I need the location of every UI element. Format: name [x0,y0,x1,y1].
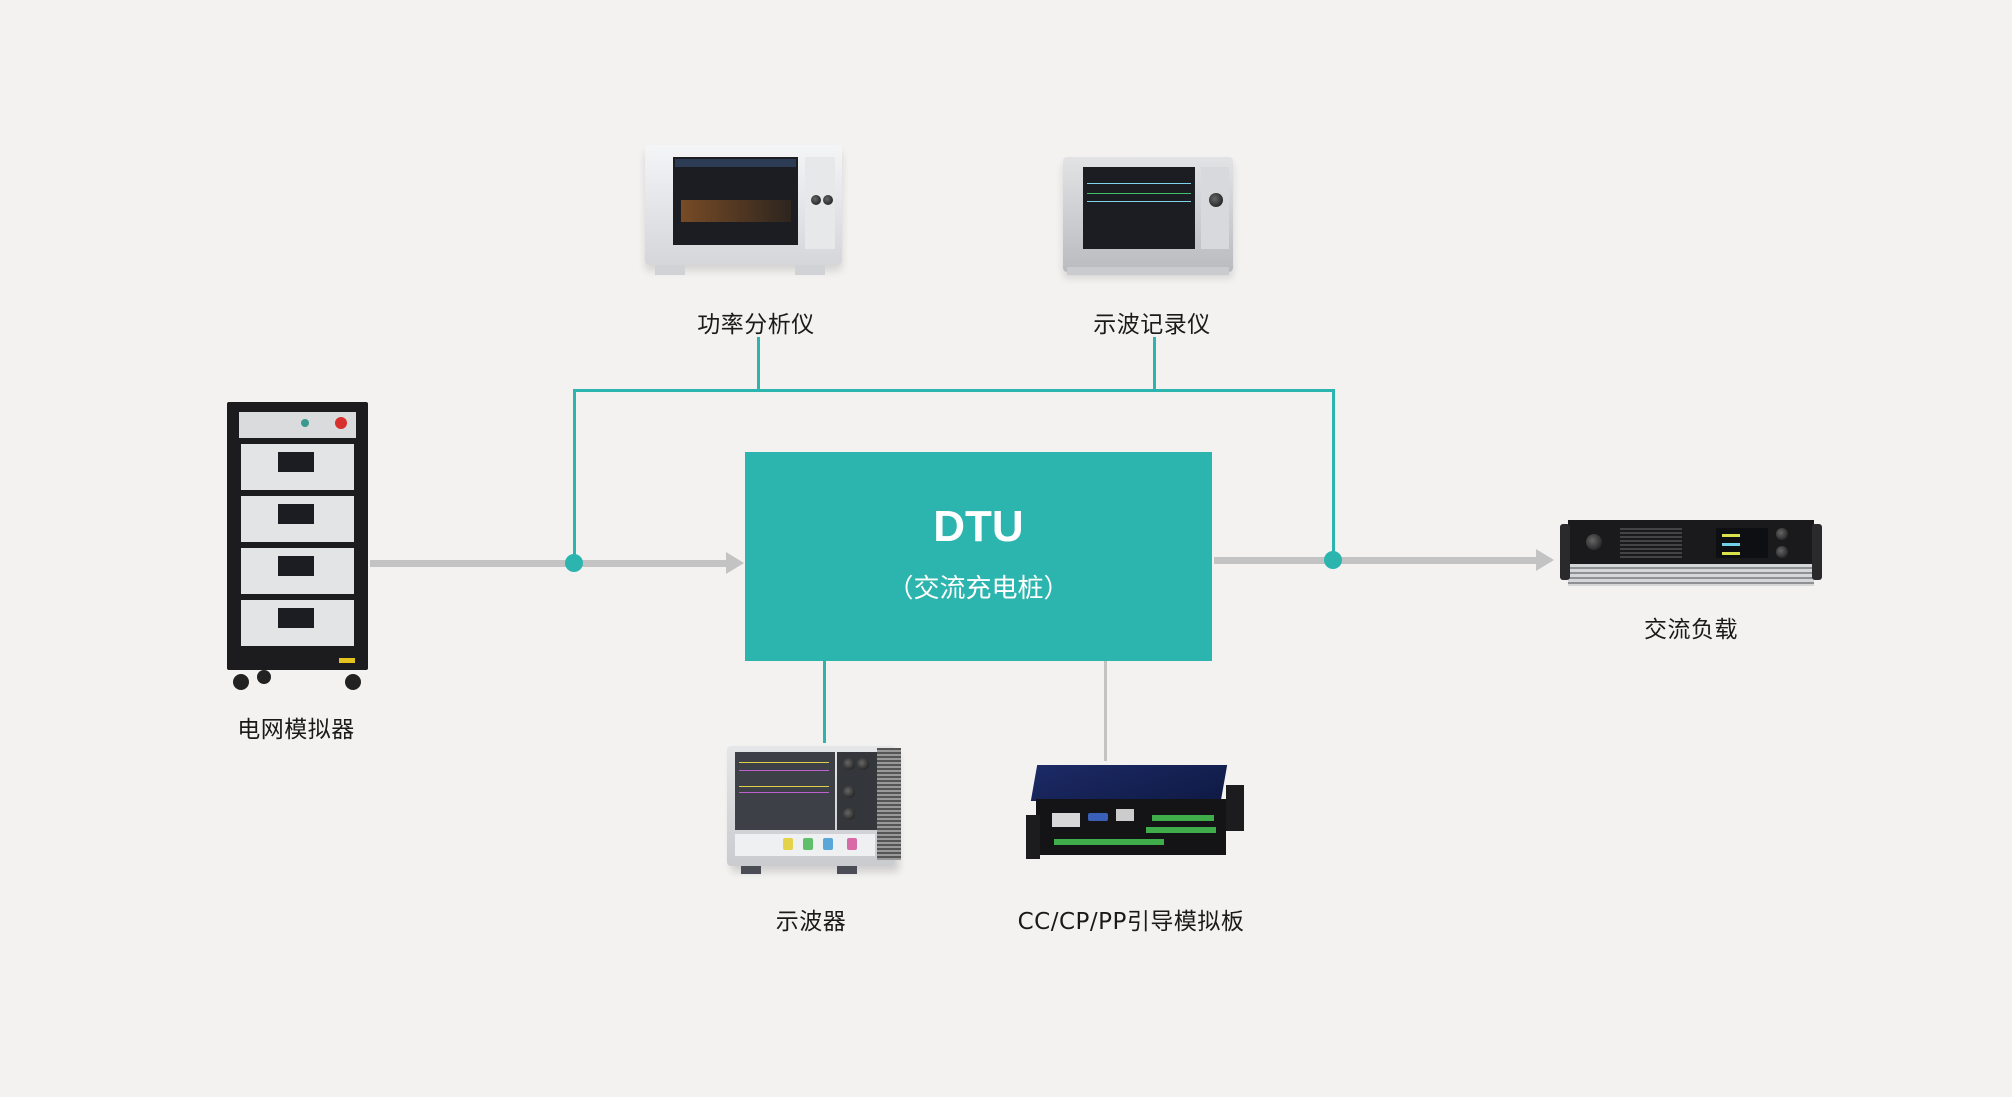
measurement-bus-right-drop [1332,389,1335,561]
guide-board-label: CC/CP/PP引导模拟板 [1017,909,1245,935]
oscilloscope-label: 示波器 [775,909,847,935]
waveform-recorder-label: 示波记录仪 [1093,312,1211,338]
input-arrowhead [726,552,744,574]
measurement-bus-top [573,389,1335,392]
dtu-title: DTU [933,502,1024,551]
input-power-line [370,560,726,567]
input-junction-dot [565,554,583,572]
output-junction-dot [1324,551,1342,569]
oscilloscope-icon [727,742,903,878]
ac-load-icon [1560,520,1822,592]
power-analyzer-label: 功率分析仪 [697,312,815,338]
power-analyzer-connector [757,337,760,390]
measurement-bus-left-drop [573,389,576,563]
rack-cabinet-icon [227,402,368,690]
dtu-subtitle: （交流充电桩） [887,574,1070,604]
grid-simulator-label: 电网模拟器 [237,717,355,743]
power-analyzer-icon [645,145,842,280]
ac-load-label: 交流负载 [1644,617,1738,643]
output-power-line [1214,557,1536,564]
guide-board-icon [1026,765,1252,862]
oscilloscope-connector [823,661,826,743]
recorder-connector [1153,337,1156,390]
guide-board-connector [1104,661,1107,761]
output-arrowhead [1536,549,1554,571]
dtu-block: DTU （交流充电桩） [745,452,1212,661]
waveform-recorder-icon [1063,157,1233,282]
